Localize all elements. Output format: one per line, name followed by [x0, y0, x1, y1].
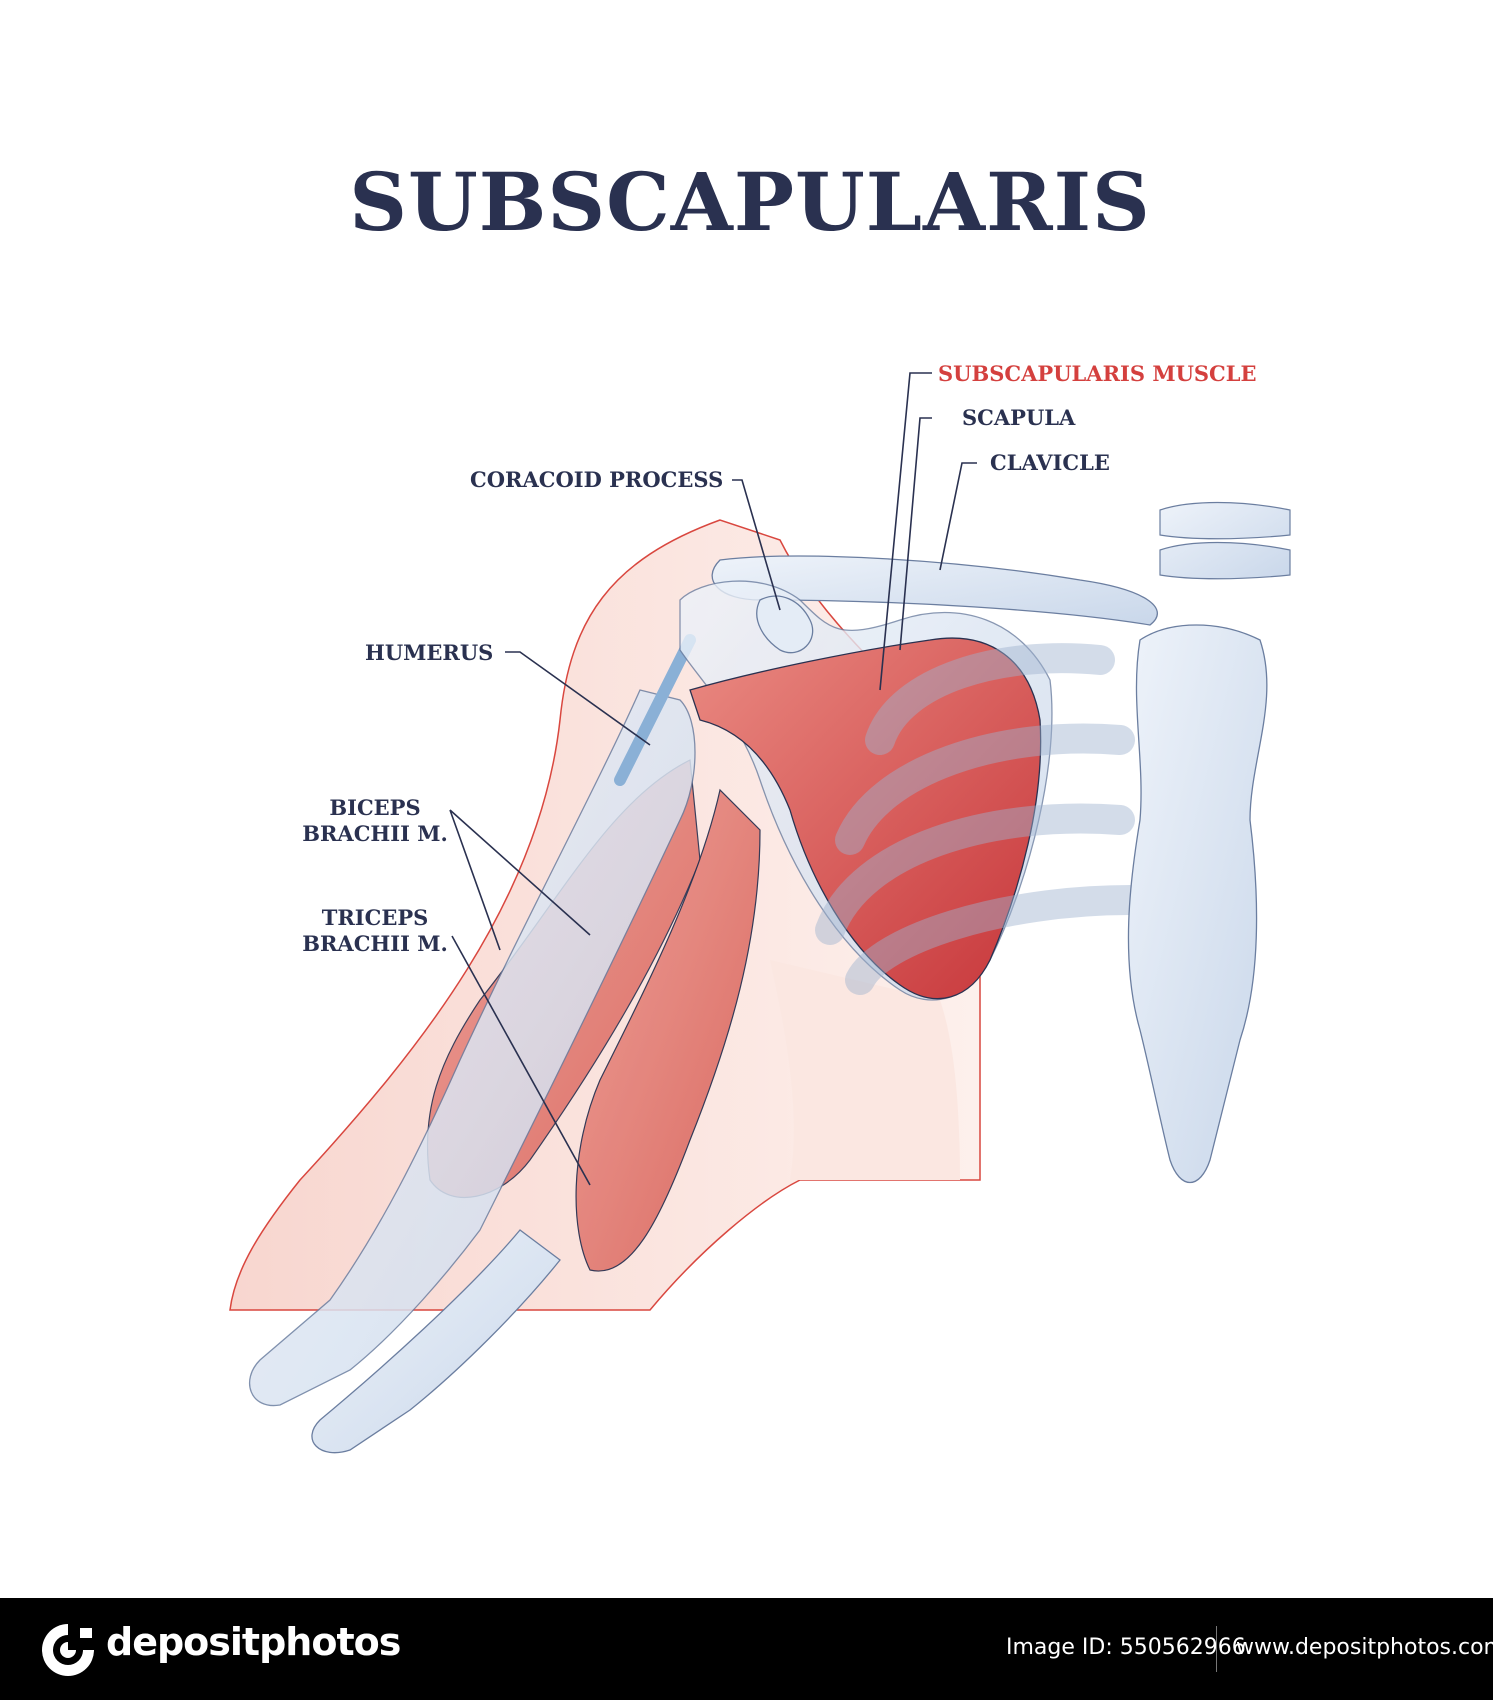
coracoid-process-bone	[756, 595, 814, 654]
logo-text: depositphotos	[106, 1620, 401, 1664]
forearm-bone	[311, 1229, 561, 1454]
image-id: Image ID: 550562966	[1006, 1635, 1246, 1660]
diagram-title: SUBSCAPULARIS	[349, 155, 1151, 249]
torso-contour	[770, 960, 960, 1180]
label-triceps-brachii: TRICEPS BRACHII M.	[290, 905, 460, 957]
humerus-bone	[249, 689, 696, 1407]
sternum-bone	[1127, 624, 1268, 1184]
label-subscapularis-muscle: SUBSCAPULARIS MUSCLE	[938, 361, 1257, 386]
label-triceps-line2: BRACHII M.	[302, 931, 448, 956]
footer-divider	[1216, 1626, 1217, 1672]
subscapularis-muscle	[689, 637, 1042, 1000]
triceps-brachii-muscle	[575, 788, 761, 1272]
label-biceps-line2: BRACHII M.	[302, 821, 448, 846]
label-triceps-line1: TRICEPS	[321, 905, 429, 930]
vertebrae-bone	[1159, 501, 1291, 580]
ribs	[815, 643, 1145, 995]
watermark-footer: depositphotos Image ID: 550562966 www.de…	[0, 1598, 1493, 1700]
label-coracoid-process: CORACOID PROCESS	[470, 467, 724, 492]
label-clavicle: CLAVICLE	[990, 450, 1110, 475]
label-humerus: HUMERUS	[365, 640, 494, 665]
biceps-tendon	[614, 634, 696, 786]
depositphotos-logo-icon	[42, 1624, 94, 1676]
site-url-link[interactable]: www.depositphotos.com	[1236, 1635, 1493, 1660]
label-scapula: SCAPULA	[962, 405, 1076, 430]
leader-lines	[449, 372, 977, 1186]
label-biceps-brachii: BICEPS BRACHII M.	[290, 795, 460, 847]
label-biceps-line1: BICEPS	[329, 795, 421, 820]
